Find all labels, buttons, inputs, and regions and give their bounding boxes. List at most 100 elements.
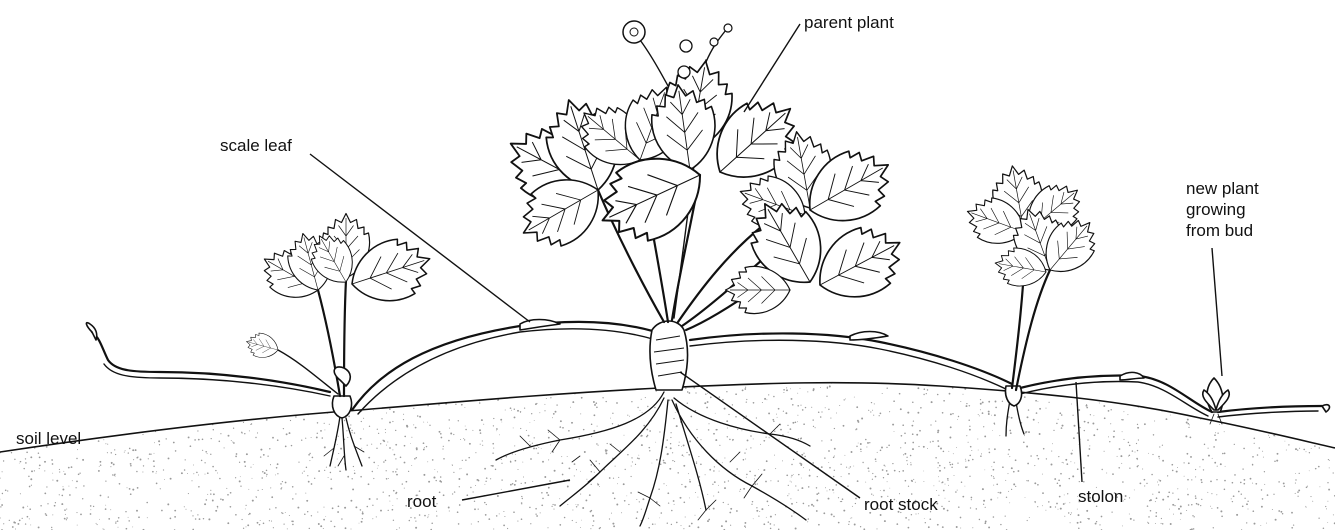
soil-dot (492, 465, 494, 467)
soil-dot (1328, 383, 1329, 384)
soil-dot (820, 387, 821, 388)
soil-dot (1108, 436, 1109, 437)
soil-dot (354, 473, 356, 475)
label-parent-plant: parent plant (804, 12, 894, 33)
soil-dot (272, 437, 274, 439)
soil-dot (857, 480, 859, 482)
soil-dot (280, 488, 281, 489)
soil-dot (238, 389, 239, 390)
soil-dot (521, 496, 522, 497)
soil-dot (1148, 453, 1149, 454)
soil-dot (735, 474, 736, 475)
soil-dot (1011, 489, 1012, 490)
soil-dot (592, 525, 593, 526)
soil-dot (235, 477, 236, 478)
soil-dot (830, 439, 832, 441)
soil-dot (1005, 516, 1006, 517)
soil-dot (883, 477, 884, 478)
soil-dot (572, 509, 573, 510)
soil-dot (337, 511, 339, 513)
soil-dot (535, 508, 537, 510)
soil-dot (277, 463, 279, 465)
label-new-plant-line-1: new plant (1186, 178, 1259, 199)
soil-dot (1284, 441, 1285, 442)
soil-dot (449, 510, 450, 511)
soil-dot (845, 398, 846, 399)
soil-surface-line (0, 383, 1335, 452)
soil-dot (1243, 483, 1245, 485)
soil-dot (350, 500, 352, 502)
soil-dot (935, 420, 936, 421)
soil-dot (212, 412, 214, 414)
soil-dot (1101, 516, 1103, 518)
soil-dot (29, 508, 31, 510)
soil-dot (979, 519, 980, 520)
soil-dot (240, 394, 242, 396)
soil-dot (79, 392, 80, 393)
soil-dot (1137, 459, 1138, 460)
soil-dot (985, 507, 986, 508)
soil-dot (1007, 473, 1008, 474)
soil-dot (517, 410, 519, 412)
soil-dot (780, 429, 782, 431)
soil-dot (432, 459, 434, 461)
soil-dot (1077, 522, 1079, 524)
soil-dot (770, 516, 772, 518)
soil-dot (1034, 482, 1036, 484)
soil-dot (827, 387, 829, 389)
soil-dot (210, 490, 211, 491)
soil-dot (631, 401, 632, 402)
soil-dot (818, 411, 820, 413)
soil-dot (146, 502, 148, 504)
soil-dot (105, 480, 106, 481)
soil-dot (800, 388, 801, 389)
soil-dot (1304, 394, 1305, 395)
soil-dot (596, 443, 597, 444)
soil-dot (564, 517, 566, 519)
soil-dot (838, 522, 840, 524)
soil-dot (860, 526, 861, 527)
soil-dot (203, 518, 204, 519)
soil-dot (836, 413, 837, 414)
soil-dot (1237, 402, 1239, 404)
soil-dot (1224, 489, 1226, 491)
soil-dot (112, 392, 113, 393)
soil-dot (149, 453, 151, 455)
soil-dot (1264, 471, 1265, 472)
soil-dot (161, 510, 163, 512)
soil-dot (1326, 508, 1327, 509)
soil-dot (465, 460, 466, 461)
soil-dot (732, 404, 733, 405)
soil-dot (1073, 437, 1075, 439)
soil-dot (367, 445, 368, 446)
soil-dot (838, 497, 839, 498)
soil-dot (770, 480, 771, 481)
soil-dot (374, 404, 375, 405)
soil-dot (176, 415, 178, 417)
soil-dot (79, 473, 80, 474)
soil-dot (1155, 501, 1156, 502)
soil-dot (574, 475, 575, 476)
soil-dot (128, 520, 130, 522)
soil-dot (669, 468, 671, 470)
soil-dot (571, 385, 572, 386)
soil-dot (482, 445, 483, 446)
soil-dot (30, 397, 31, 398)
soil-dot (788, 432, 789, 433)
soil-dot (292, 401, 294, 403)
soil-dot (383, 492, 384, 493)
soil-dot (1248, 399, 1250, 401)
soil-dot (1268, 398, 1269, 399)
soil-dot (348, 416, 350, 418)
soil-dot (1295, 493, 1296, 494)
soil-dot (813, 505, 815, 507)
soil-dot (1148, 516, 1150, 518)
soil-dot (591, 484, 592, 485)
soil-dot (414, 517, 416, 519)
soil-dot (389, 495, 391, 497)
soil-dot (216, 410, 217, 411)
soil-dot (350, 424, 351, 425)
soil-dot (599, 463, 600, 464)
soil-dot (927, 448, 928, 449)
soil-dot (206, 499, 208, 501)
